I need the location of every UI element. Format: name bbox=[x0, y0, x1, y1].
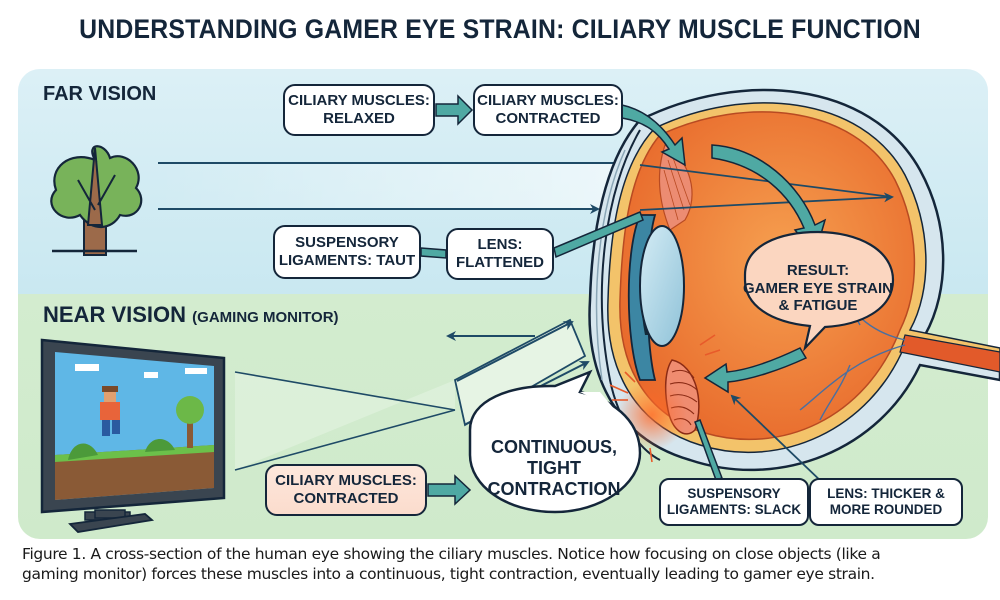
arrow-to-contraction bbox=[427, 474, 472, 506]
gaming-monitor-icon bbox=[40, 338, 226, 533]
label-lens-thicker: LENS: THICKER &MORE ROUNDED bbox=[809, 478, 963, 526]
result-bubble bbox=[743, 230, 895, 352]
arrow-relaxed-to-contracted bbox=[435, 94, 474, 126]
near-vision-sublabel: (GAMING MONITOR) bbox=[192, 309, 339, 326]
contraction-bubble bbox=[468, 369, 642, 514]
near-vision-title: NEAR VISION bbox=[43, 302, 187, 327]
label-lens-flattened: LENS:FLATTENED bbox=[446, 228, 554, 280]
label-ciliary-contracted-near: CILIARY MUSCLES:CONTRACTED bbox=[265, 464, 427, 516]
caption-line-2: gaming monitor) forces these muscles int… bbox=[22, 565, 875, 583]
tree-icon bbox=[50, 145, 143, 256]
caption-line-1: Figure 1. A cross-section of the human e… bbox=[22, 545, 881, 563]
label-ciliary-contracted-far: CILIARY MUSCLES:CONTRACTED bbox=[473, 84, 623, 136]
diagram-title: UNDERSTANDING GAMER EYE STRAIN: CILIARY … bbox=[79, 14, 921, 44]
arrow-to-ciliary bbox=[621, 104, 686, 167]
flow-arrows bbox=[420, 94, 827, 507]
result-bubble-text: RESULT:GAMER EYE STRAIN& FATIGUE bbox=[743, 262, 894, 315]
near-vision-label: NEAR VISION (GAMING MONITOR) bbox=[43, 302, 339, 328]
figure-caption: Figure 1. A cross-section of the human e… bbox=[22, 544, 992, 584]
label-ciliary-relaxed: CILIARY MUSCLES:RELAXED bbox=[283, 84, 435, 136]
far-vision-label: FAR VISION bbox=[43, 83, 157, 105]
arrow-result-to-ciliary bbox=[703, 347, 808, 394]
lens-shape bbox=[639, 225, 685, 347]
